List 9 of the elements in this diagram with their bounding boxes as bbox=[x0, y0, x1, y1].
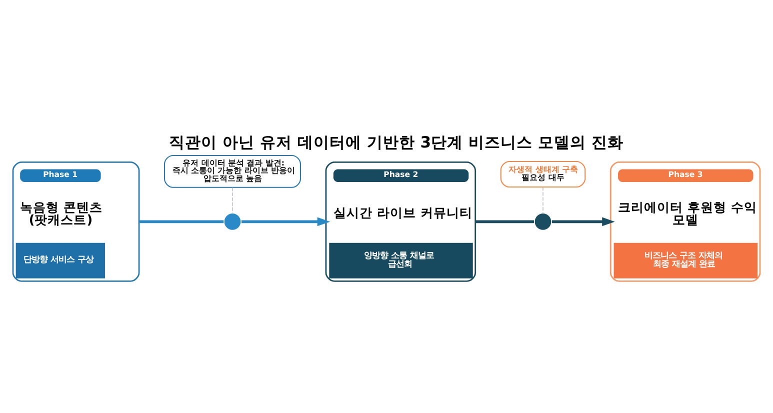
connector bbox=[542, 186, 544, 213]
connector bbox=[476, 220, 534, 223]
arrow bbox=[552, 216, 615, 226]
node-circle bbox=[222, 212, 242, 231]
connector bbox=[232, 186, 233, 212]
node-circle bbox=[533, 212, 553, 231]
diagram-title: 직관이 아닌 유저 데이터에 기반한 3단계 비즈니스 모델의 진화 bbox=[169, 132, 624, 151]
connector bbox=[139, 220, 224, 223]
arrow bbox=[241, 216, 330, 226]
